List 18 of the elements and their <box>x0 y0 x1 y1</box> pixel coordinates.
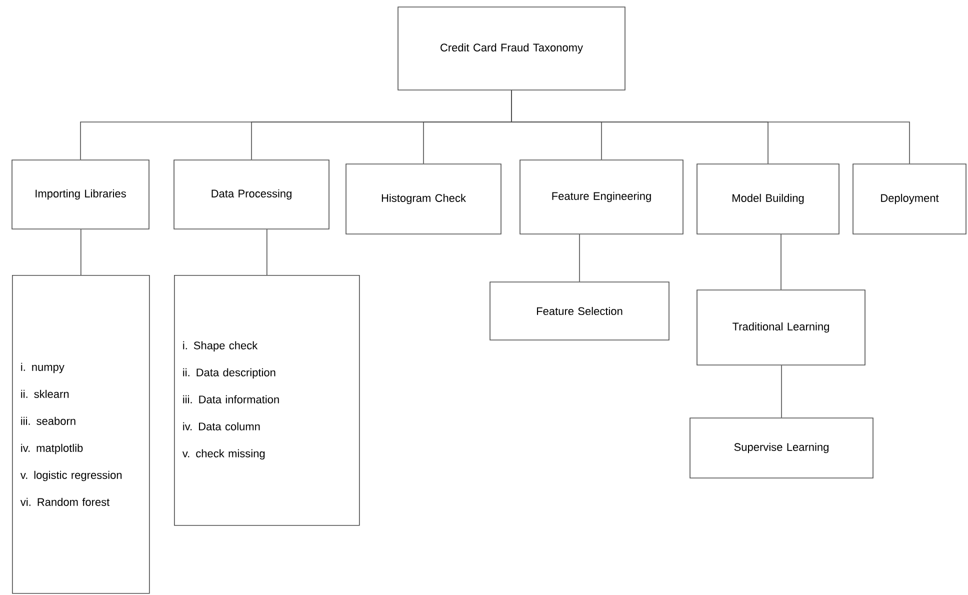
connector-line <box>266 229 268 276</box>
list-box: i. numpy ii. sklearn iii. seaborn iv. matplotlib v. logistic regression vi. Random forest <box>12 275 150 594</box>
process-box: Data Processing <box>174 160 330 230</box>
process-box: Model Building <box>696 164 840 234</box>
list-box: i. Shape check ii. Data description iii. Data information iv. Data column v. check missing <box>174 275 360 526</box>
connector-line <box>780 234 782 290</box>
connector-line <box>511 90 910 164</box>
process-box: Credit Card Fraud Taxonomy <box>398 6 626 90</box>
process-box: Supervise Learning <box>690 418 874 478</box>
connector-line <box>781 365 782 418</box>
process-box: Importing Libraries <box>12 160 150 230</box>
process-box: Feature Engineering <box>520 160 684 234</box>
connector-line <box>80 229 82 276</box>
process-box: Histogram Check <box>346 164 502 234</box>
connector-line <box>579 234 580 282</box>
process-box: Traditional Learning <box>696 290 866 366</box>
process-box: Feature Selection <box>490 282 670 340</box>
process-box: Deployment <box>852 164 966 234</box>
